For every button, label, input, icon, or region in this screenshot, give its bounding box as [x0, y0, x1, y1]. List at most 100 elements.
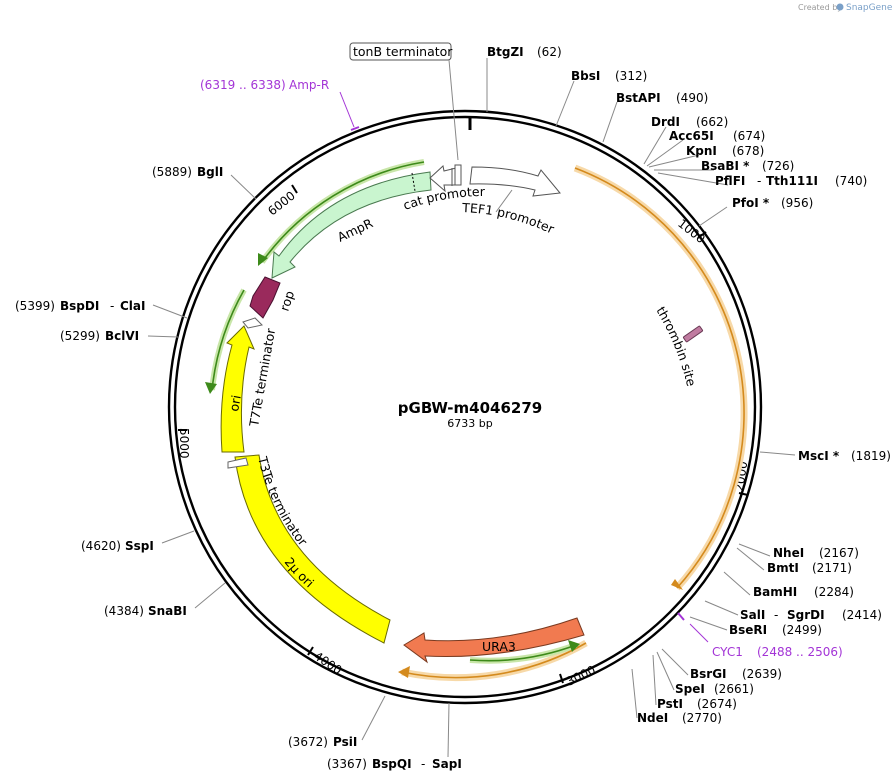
site-sapi-name: SapI [432, 757, 462, 771]
site-bbsi-pos: (312) [615, 69, 647, 83]
site-sgrdi-name: SgrDI [787, 608, 825, 622]
ori-label: ori [226, 394, 244, 413]
site-acc65i-pos: (674) [733, 129, 765, 143]
site-sspi-name: SspI [125, 539, 154, 553]
site-bsabi-pos: (726) [762, 159, 794, 173]
position-ticks [178, 184, 749, 684]
tonb-leader [448, 59, 459, 161]
site-sali-pos: (2414) [842, 608, 882, 622]
site-bstapi-name: BstAPI [616, 91, 661, 105]
site-sspi-pos: (4620) [81, 539, 121, 553]
tick-5000: 5000 [177, 428, 191, 459]
site-bspqi-sep: - [421, 757, 425, 771]
thrombin-site-marker [682, 325, 704, 343]
site-bbsi-name: BbsI [571, 69, 600, 83]
ampr-primer-name: Amp-R [289, 78, 329, 92]
site-tth111i-name: Tth111I [766, 174, 818, 188]
site-bspdi-name: BspDI [60, 299, 99, 313]
plasmid-name: pGBW-m4046279 [398, 399, 542, 417]
site-bgli-name: BglI [197, 165, 223, 179]
two-micron-ori-feature [234, 454, 391, 644]
backbone-inner [173, 115, 757, 699]
site-btgzi-name: BtgZI [487, 45, 524, 59]
site-bspqi-pos: (3367) [327, 757, 367, 771]
cyc1-primer-name: CYC1 [712, 645, 743, 659]
tick-4000: 4000 [311, 649, 344, 678]
site-bgli-pos: (5889) [152, 165, 192, 179]
ampr-primer-mark [350, 126, 360, 131]
site-psii-name: PsiI [333, 735, 357, 749]
site-sali-name: SalI [740, 608, 765, 622]
feature-orange-band [573, 164, 748, 591]
ampr-primer-range: (6319 .. 6338) [200, 78, 286, 92]
t7te-terminator-feature [242, 317, 264, 329]
site-bseri-pos: (2499) [782, 623, 822, 637]
site-spei-name: SpeI [675, 682, 705, 696]
tonb-terminator-label: tonB terminator [353, 44, 453, 59]
ampr-divider [411, 172, 416, 192]
site-pfoi-name: PfoI * [732, 196, 770, 210]
site-btgzi-pos: (62) [537, 45, 562, 59]
site-bamhi-pos: (2284) [814, 585, 854, 599]
credit-text: Created by [798, 3, 842, 12]
ura3-feature [403, 617, 585, 664]
site-nhei-pos: (2167) [819, 546, 859, 560]
t3te-terminator-feature [227, 457, 249, 469]
site-sali-sep: - [774, 608, 778, 622]
backbone-outer [167, 109, 763, 705]
ori-feature [220, 325, 255, 453]
site-ndei-name: NdeI [637, 711, 668, 725]
credit-app: SnapGene [846, 3, 893, 13]
site-acc65i-name: Acc65I [669, 129, 714, 143]
site-bclvi-pos: (5299) [60, 329, 100, 343]
ampr-primer-leader [339, 91, 355, 128]
ura3-label: URA3 [482, 639, 516, 654]
site-psti-name: PstI [657, 697, 683, 711]
site-pfoi-pos: (956) [781, 196, 813, 210]
ampr-feature [271, 171, 432, 279]
site-pflfi-pos: (740) [835, 174, 867, 188]
site-kpni-name: KpnI [686, 144, 717, 158]
site-snabi-pos: (4384) [104, 604, 144, 618]
site-bspqi-name: BspQI [372, 757, 412, 771]
ampr-label: AmpR [335, 215, 375, 245]
tick-3000: 3000 [564, 663, 598, 689]
cyc1-primer-mark [677, 612, 685, 621]
site-msci-name: MscI * [798, 449, 840, 463]
site-bsrgi-name: BsrGI [690, 667, 727, 681]
snapgene-logo-icon [836, 3, 844, 11]
site-drdi-pos: (662) [696, 115, 728, 129]
cyc1-primer-range: (2488 .. 2506) [757, 645, 843, 659]
site-psti-pos: (2674) [697, 697, 737, 711]
tef1-label-leader [495, 189, 513, 213]
site-bclvi-name: BclVI [105, 329, 139, 343]
tef1-promoter-label: TEF1 promoter [461, 200, 558, 237]
site-kpni-pos: (678) [732, 144, 764, 158]
site-nhei-name: NheI [773, 546, 804, 560]
site-bspdi-pos: (5399) [15, 299, 55, 313]
site-msci-pos: (1819) [851, 449, 891, 463]
site-bstapi-pos: (490) [676, 91, 708, 105]
site-snabi-name: SnaBI [148, 604, 187, 618]
site-bamhi-name: BamHI [753, 585, 797, 599]
site-psii-pos: (3672) [288, 735, 328, 749]
site-bseri-name: BseRI [729, 623, 767, 637]
feature-green-band-top [258, 159, 425, 266]
rop-feature [249, 276, 281, 319]
tonb-terminator-feature [454, 164, 462, 186]
site-bmti-name: BmtI [767, 561, 799, 575]
site-bsabi-name: BsaBI * [701, 159, 750, 173]
site-pflfi-name: PflFI [715, 174, 745, 188]
site-bmti-pos: (2171) [812, 561, 852, 575]
site-drdi-name: DrdI [651, 115, 680, 129]
thrombin-site-label: thrombin site [653, 304, 699, 388]
site-ndei-pos: (2770) [682, 711, 722, 725]
plasmid-length: 6733 bp [447, 417, 492, 430]
tonb-terminator-box [349, 42, 452, 61]
site-spei-pos: (2661) [714, 682, 754, 696]
tef1-promoter-feature [469, 166, 561, 197]
feature-orange-band-lower [398, 639, 588, 682]
feature-green-band-lower [469, 640, 580, 664]
cyc1-primer-leader [689, 623, 709, 643]
